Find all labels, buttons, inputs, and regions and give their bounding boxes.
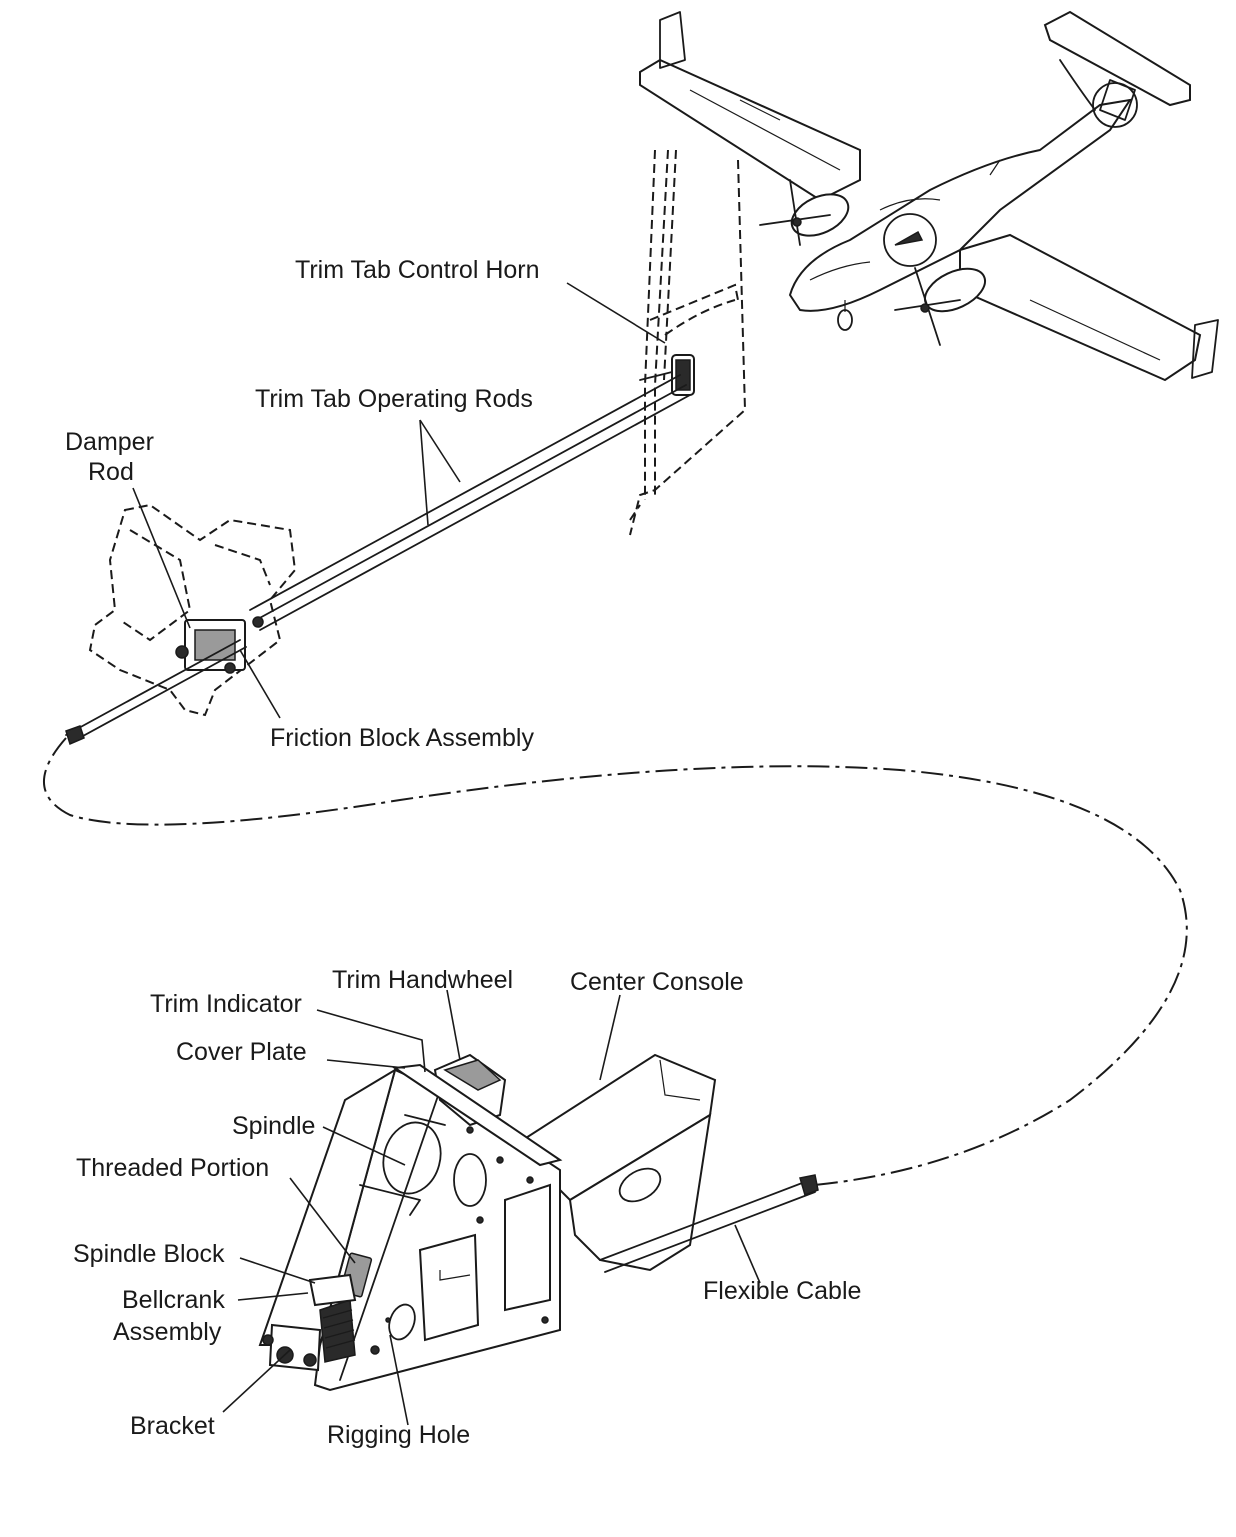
label-flexible-cable: Flexible Cable bbox=[703, 1277, 861, 1305]
friction-block-bracket bbox=[65, 503, 297, 746]
label-trim-tab-operating-rods: Trim Tab Operating Rods bbox=[255, 385, 533, 413]
label-spindle: Spindle bbox=[232, 1112, 315, 1140]
elevator-dashed-outline bbox=[629, 149, 747, 536]
label-trim-indicator: Trim Indicator bbox=[150, 990, 302, 1018]
label-spindle-block: Spindle Block bbox=[73, 1240, 225, 1268]
label-center-console: Center Console bbox=[570, 968, 744, 996]
flexible-cable-path bbox=[43, 737, 1188, 1186]
aircraft-illustration bbox=[639, 10, 1219, 382]
operating-rods bbox=[249, 374, 691, 631]
label-friction-block-assembly: Friction Block Assembly bbox=[270, 724, 534, 752]
label-bracket: Bracket bbox=[130, 1412, 215, 1440]
label-threaded-portion: Threaded Portion bbox=[76, 1154, 269, 1182]
label-cover-plate: Cover Plate bbox=[176, 1038, 307, 1066]
control-horn-part bbox=[639, 354, 695, 396]
leader-lines bbox=[132, 282, 761, 1426]
label-rigging-hole: Rigging Hole bbox=[327, 1421, 470, 1449]
label-trim-handwheel: Trim Handwheel bbox=[332, 966, 513, 994]
label-bellcrank-line2: Assembly bbox=[113, 1318, 222, 1346]
label-bellcrank-line1: Bellcrank bbox=[122, 1286, 225, 1314]
label-damper-rod-line2: Rod bbox=[88, 458, 134, 486]
label-damper-rod-line1: Damper bbox=[65, 428, 154, 456]
label-trim-tab-control-horn: Trim Tab Control Horn bbox=[295, 256, 540, 284]
center-console-illustration bbox=[258, 1053, 819, 1392]
